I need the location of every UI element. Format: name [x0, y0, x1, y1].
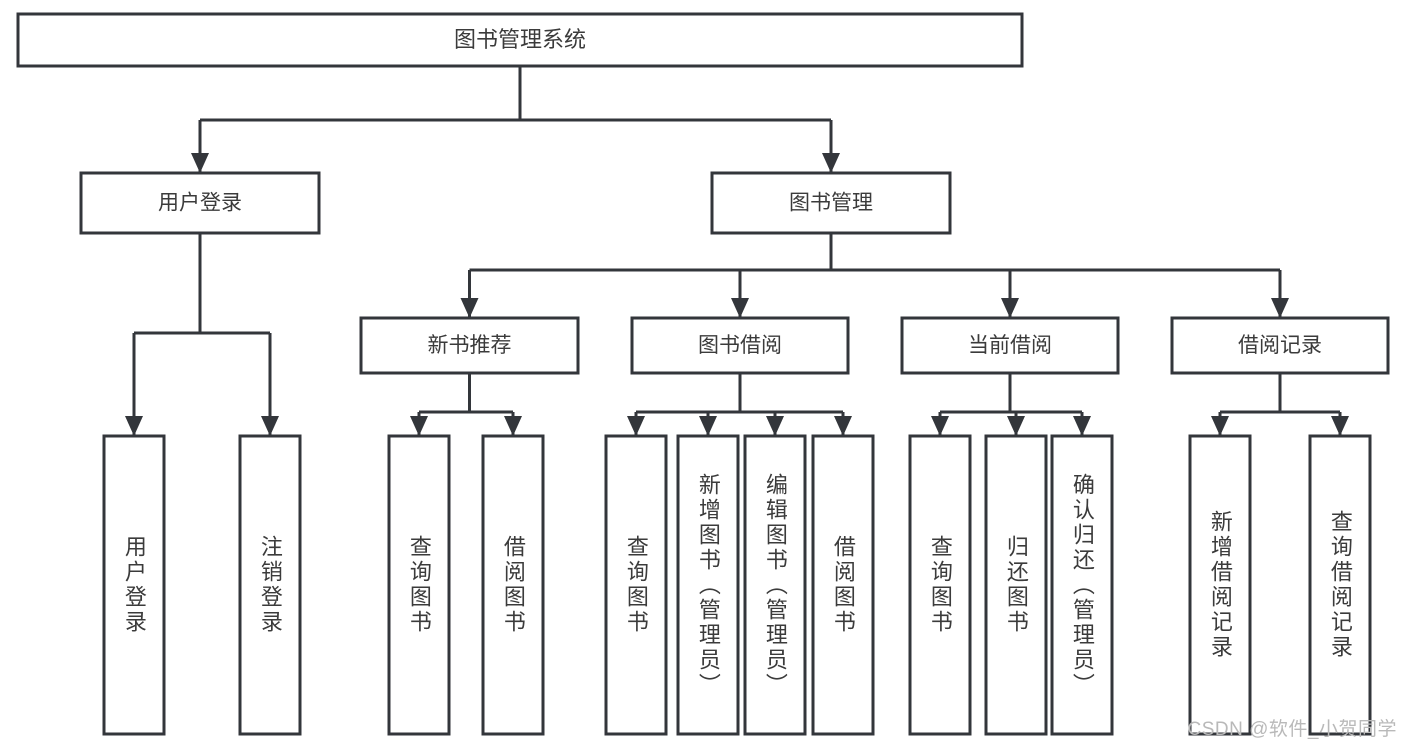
node-leaf-query-book-1[interactable]: [387, 434, 451, 736]
node-book-borrow-label: 图书借阅: [698, 334, 782, 357]
arrow-head-icon: [504, 416, 522, 436]
node-leaf-return-book[interactable]: [984, 434, 1048, 736]
arrow-head-icon: [460, 298, 479, 318]
arrow-head-icon: [766, 416, 784, 436]
node-new-book-recommend[interactable]: [359, 316, 580, 375]
node-leaf-query-record[interactable]: [1308, 434, 1372, 736]
node-current-borrow[interactable]: [900, 316, 1120, 375]
arrow-head-icon: [1331, 416, 1349, 436]
arrow-head-icon: [125, 416, 143, 436]
arrow-head-icon: [931, 416, 949, 436]
node-box-layer: [16, 12, 1390, 736]
node-leaf-confirm-return[interactable]: [1050, 434, 1114, 736]
node-leaf-borrow-book-1[interactable]: [481, 434, 545, 736]
node-user-login[interactable]: [79, 171, 321, 235]
arrow-head-icon: [1073, 416, 1091, 436]
node-leaf-user-logout[interactable]: [238, 434, 302, 736]
node-leaf-add-record[interactable]: [1188, 434, 1252, 736]
node-book-manage-label: 图书管理: [789, 192, 873, 215]
arrow-head-icon: [261, 416, 279, 436]
node-book-borrow[interactable]: [630, 316, 850, 375]
node-leaf-query-book-3[interactable]: [908, 434, 972, 736]
arrow-head-icon: [191, 153, 209, 173]
node-leaf-edit-book[interactable]: [743, 434, 807, 736]
node-leaf-query-book-2[interactable]: [604, 434, 668, 736]
node-leaf-borrow-book-2[interactable]: [811, 434, 875, 736]
node-leaf-user-login[interactable]: [102, 434, 166, 736]
arrow-head-icon: [1007, 416, 1025, 436]
node-borrow-record[interactable]: [1170, 316, 1390, 375]
arrow-head-icon: [410, 416, 428, 436]
node-user-login-label: 用户登录: [158, 192, 242, 215]
node-root[interactable]: [16, 12, 1024, 68]
node-new-book-recommend-label: 新书推荐: [428, 334, 512, 357]
node-current-borrow-label: 当前借阅: [968, 334, 1052, 357]
node-root-label: 图书管理系统: [454, 27, 586, 52]
arrow-head-icon: [1211, 416, 1229, 436]
node-borrow-record-label: 借阅记录: [1238, 334, 1322, 357]
arrow-head-icon: [822, 153, 840, 173]
arrow-head-icon: [731, 298, 749, 318]
node-book-manage[interactable]: [710, 171, 952, 235]
arrow-head-icon: [834, 416, 852, 436]
watermark-text: CSDN @软件_小贺同学: [1187, 719, 1397, 740]
arrow-head-icon: [627, 416, 645, 436]
node-leaf-add-book[interactable]: [676, 434, 740, 736]
arrow-head-icon: [699, 416, 717, 436]
arrow-head-icon: [1001, 298, 1019, 318]
arrow-head-icon: [1271, 298, 1289, 318]
connector-layer: [125, 66, 1349, 436]
